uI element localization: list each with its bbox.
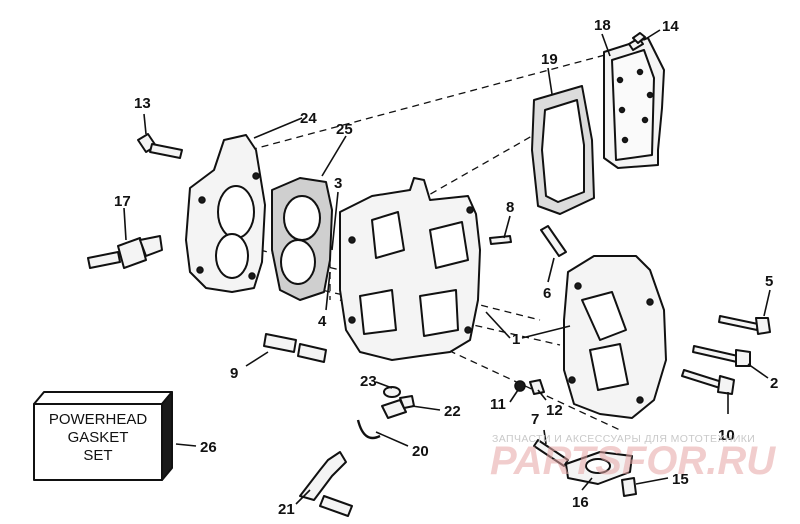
part-clip-20 [356,419,381,440]
callout-18: 18 [594,17,611,34]
callout-16: 16 [572,494,589,511]
callout-14: 14 [662,18,679,35]
callout-leaders [123,29,771,505]
part-washer-23 [383,386,401,398]
part-dowel-6 [540,225,567,257]
callout-11: 11 [490,396,506,413]
part-screw-14 [628,32,646,51]
part-hose-21 [299,451,353,517]
gasket-set-box: POWERHEAD GASKET SET 26 [33,391,217,481]
part-exhaust-plate [185,134,266,293]
gasket-box-line-1: POWERHEAD [49,411,148,428]
callout-13: 13 [134,95,151,112]
part-bolt-10 [681,369,735,395]
watermark: ЗАПЧАСТИ И АКСЕССУАРЫ ДЛЯ МОТОТЕХНИКИ PA… [490,433,776,483]
part-plate-16 [565,451,633,485]
callout-3: 3 [334,175,342,192]
part-fitting-12 [529,379,545,395]
part-bolt-5 [718,315,771,335]
callout-19: 19 [541,51,558,68]
callout-25: 25 [336,121,353,138]
callout-21: 21 [278,501,295,518]
part-fitting-22 [381,395,415,419]
callout-2: 2 [770,375,778,392]
callout-6: 6 [543,285,551,302]
gasket-box-line-3: SET [83,447,112,464]
callout-7: 7 [531,411,539,428]
callout-5: 5 [765,273,773,290]
watermark-logo: PARTSFOR.RU [490,439,776,483]
callout-22: 22 [444,403,461,420]
watermark-tagline: ЗАПЧАСТИ И АКСЕССУАРЫ ДЛЯ МОТОТЕХНИКИ [492,433,755,445]
callout-20: 20 [412,443,429,460]
part-crankcase-cover [563,255,667,419]
callout-1: 1 [512,331,520,348]
callout-15: 15 [672,471,689,488]
callout-12: 12 [546,402,563,419]
callout-9: 9 [230,365,238,382]
gasket-box-line-2: GASKET [68,429,129,446]
callout-23: 23 [360,373,377,390]
part-cover-plate [603,37,665,169]
callout-10: 10 [718,427,735,444]
callout-labels: 1 2 3 4 5 6 7 8 9 10 11 12 13 14 15 16 1… [114,17,778,518]
part-tube-7 [533,439,569,467]
part-cylinder-block [339,177,481,361]
part-pin-8 [489,235,512,245]
part-cover-gasket [531,85,595,215]
part-bolt-2 [692,345,751,367]
part-head-gasket [271,177,333,301]
part-oring-11 [514,380,526,392]
part-spark-plug [87,235,163,269]
callout-26: 26 [200,439,217,456]
callout-4: 4 [318,313,327,330]
callout-24: 24 [300,110,317,127]
part-bolt-13 [137,133,183,159]
part-screw-15 [621,477,637,497]
part-dowel-pins-9 [263,333,327,363]
callout-17: 17 [114,193,131,210]
callout-8: 8 [506,199,514,216]
